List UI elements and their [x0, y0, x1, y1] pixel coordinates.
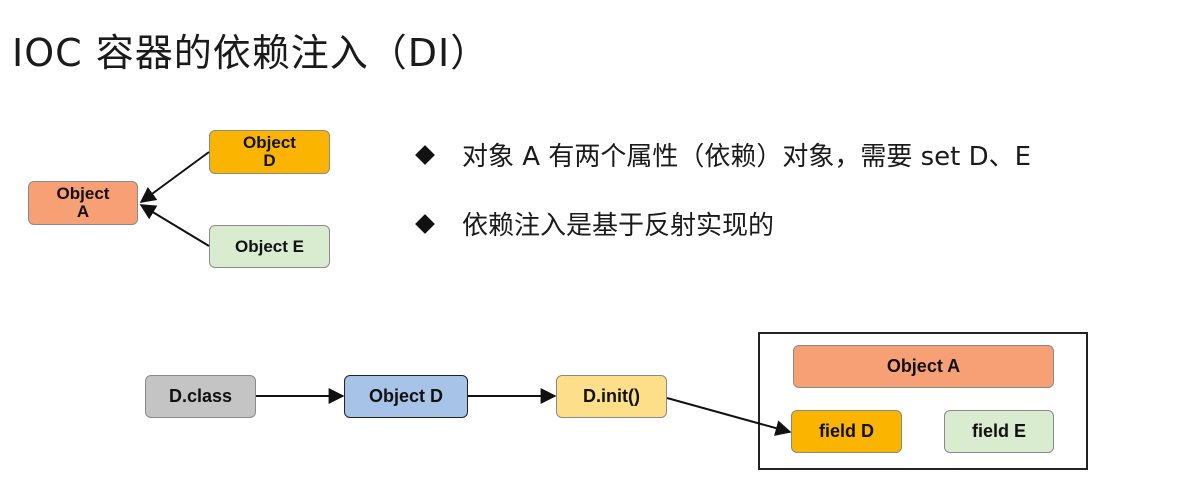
bullet-text: 对象 A 有两个属性（依赖）对象，需要 set D、E: [462, 142, 1032, 172]
arrow-init-to-field: [666, 397, 792, 436]
field-d-node: field D: [791, 410, 902, 453]
field-e-node: field E: [944, 410, 1054, 453]
container-object-a-node: Object A: [793, 345, 1054, 388]
arrow-d-to-a: [139, 151, 210, 203]
object-e-node: Object E: [209, 225, 330, 268]
container-box: [758, 332, 1088, 470]
object-d-flow-node: Object D: [344, 375, 468, 418]
d-class-node: D.class: [145, 375, 256, 418]
object-d-node: Object D: [209, 130, 330, 174]
page-title: IOC 容器的依赖注入（DI）: [12, 31, 490, 75]
bullet-item: 对象 A 有两个属性（依赖）对象，需要 set D、E: [415, 136, 1032, 173]
bullet-text: 依赖注入是基于反射实现的: [462, 211, 775, 241]
arrow-e-to-a: [139, 204, 210, 247]
object-a-node: Object A: [28, 181, 138, 225]
d-init-node: D.init(): [556, 375, 667, 418]
bullet-item: 依赖注入是基于反射实现的: [415, 205, 775, 242]
